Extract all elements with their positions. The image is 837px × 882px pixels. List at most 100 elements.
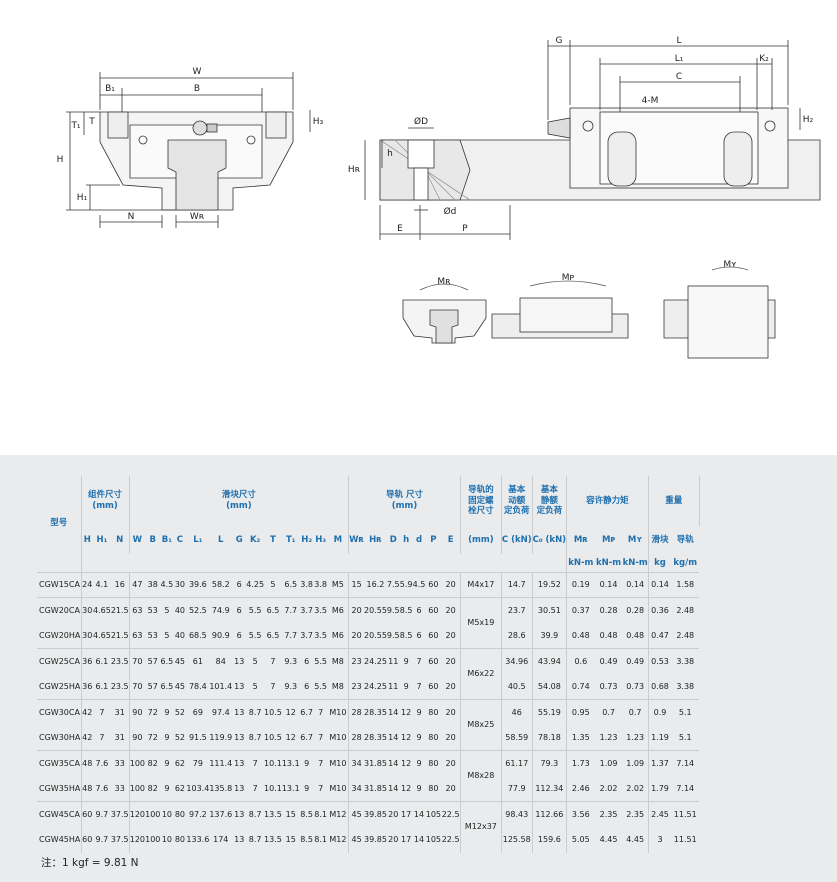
table-cell: 1.19 <box>651 732 669 742</box>
table-cell: 11.51 <box>673 834 697 844</box>
table-cell: 5 <box>252 681 258 691</box>
table-cell: 45 <box>348 801 364 827</box>
table-cell: 119.9 <box>209 732 233 742</box>
table-cell: 1.73 <box>566 750 595 776</box>
table-cell: 12 <box>399 699 413 725</box>
table-cell: 14.7 <box>501 571 533 598</box>
table-cell: 8.7 <box>246 801 265 827</box>
col-header-18: Hʀ <box>369 534 382 545</box>
table-cell: M10 <box>327 776 350 802</box>
table-cell: 80 <box>425 699 442 725</box>
table-cell: 0.6 <box>566 648 595 674</box>
table-cell: 1.23 <box>599 732 618 742</box>
dim-label-d: Ød <box>444 206 457 217</box>
table-cell: 100 <box>129 783 146 793</box>
table-cell: 1.35 <box>571 732 590 742</box>
table-cell: 39.85 <box>364 834 387 844</box>
table-cell: 5.5 <box>246 597 265 623</box>
table-cell: 7.14 <box>671 750 700 776</box>
dim-label-h: h <box>387 149 393 159</box>
table-cell: 13.5 <box>264 801 282 827</box>
table-cell: 5.5 <box>314 681 328 691</box>
table-cell: 7.7 <box>284 630 298 640</box>
table-cell: 4.65 <box>93 597 111 623</box>
table-cell: 0.9 <box>648 699 672 725</box>
cell-model: CGW45HA <box>37 827 82 853</box>
table-cell: 68.5 <box>188 630 207 640</box>
dim-label-B: B <box>194 84 200 94</box>
table-cell: 91.5 <box>188 732 207 742</box>
table-cell: 57 <box>145 648 161 674</box>
table-cell: 60 <box>428 630 439 640</box>
cell-model: CGW20CA <box>37 597 82 623</box>
table-cell: 2.35 <box>622 801 649 827</box>
table-cell: 90.9 <box>211 630 230 640</box>
table-cell: 12 <box>401 783 412 793</box>
table-cell: 15 <box>281 801 300 827</box>
col-header-25: C (kN) <box>501 526 533 554</box>
table-cell: 2.45 <box>648 801 672 827</box>
table-cell: 120 <box>129 834 146 844</box>
dim-label-B1: B₁ <box>105 84 115 94</box>
cell-model: CGW45CA <box>37 801 82 827</box>
table-cell: 5.1 <box>671 699 700 725</box>
table-cell: 3.8 <box>299 571 314 598</box>
table-cell: 21.5 <box>110 597 130 623</box>
table-cell: 80 <box>428 783 439 793</box>
table-cell: M6 <box>327 597 350 623</box>
table-cell: 4.1 <box>93 571 111 598</box>
moment-label-MP: Mᴘ <box>562 273 575 283</box>
col-unit-1: kN-m <box>568 557 594 568</box>
table-cell: 7 <box>313 699 328 725</box>
col-group-rail: 导轨 尺寸 (mm) <box>348 476 461 526</box>
table-cell: 5.05 <box>571 834 590 844</box>
col-header-2: H₁ <box>96 534 108 545</box>
table-cell: 9.3 <box>284 681 298 691</box>
table-cell: 16.2 <box>364 571 387 598</box>
table-cell: 17 <box>401 834 412 844</box>
table-cell: 0.48 <box>571 630 590 640</box>
cell-bolt-size: M12x37 <box>459 801 502 853</box>
table-cell: 7 <box>318 732 324 742</box>
table-cell: 12 <box>281 699 300 725</box>
col-unit-4: kg <box>654 557 666 568</box>
col-header-1: H <box>83 534 91 545</box>
table-cell: 10 <box>161 834 172 844</box>
col-header-6: B₁ <box>161 534 172 545</box>
dim-label-L: L <box>676 36 681 46</box>
table-cell: 3.7 <box>300 630 314 640</box>
table-cell: 21.5 <box>110 623 130 649</box>
table-cell: 6.5 <box>160 648 174 674</box>
table-cell: 6.5 <box>264 597 282 623</box>
table-cell: 63 <box>132 630 143 640</box>
table-cell: 20 <box>348 597 364 623</box>
table-cell: 0.73 <box>599 681 618 691</box>
col-group-block: 滑块尺寸 (mm) <box>129 476 350 526</box>
table-cell: 62 <box>173 750 187 776</box>
table-cell: 10.1 <box>264 783 282 793</box>
dim-label-L1: L₁ <box>675 54 684 64</box>
table-cell: 61 <box>186 648 210 674</box>
col-header-28: Mᴘ <box>601 534 616 545</box>
table-cell: 9 <box>416 783 422 793</box>
table-cell: 135.8 <box>209 783 233 793</box>
dim-label-E: E <box>397 224 403 234</box>
table-cell: 6 <box>299 648 314 674</box>
col-header-16: M <box>327 526 350 554</box>
table-cell: 80 <box>425 750 442 776</box>
table-cell: 40 <box>173 597 187 623</box>
table-cell: 0.14 <box>648 571 672 598</box>
table-cell: 24.25 <box>364 648 387 674</box>
table-cell: 79 <box>186 750 210 776</box>
table-cell: 9 <box>164 732 170 742</box>
table-cell: 9.5 <box>386 597 400 623</box>
table-cell: 37.5 <box>110 827 130 853</box>
table-cell: 36 <box>81 648 93 674</box>
table-cell: 1.09 <box>594 750 623 776</box>
table-cell: 7 <box>264 648 282 674</box>
cell-model: CGW30HA <box>37 725 82 751</box>
table-cell: 125.58 <box>501 827 533 853</box>
table-cell: 6 <box>416 630 422 640</box>
